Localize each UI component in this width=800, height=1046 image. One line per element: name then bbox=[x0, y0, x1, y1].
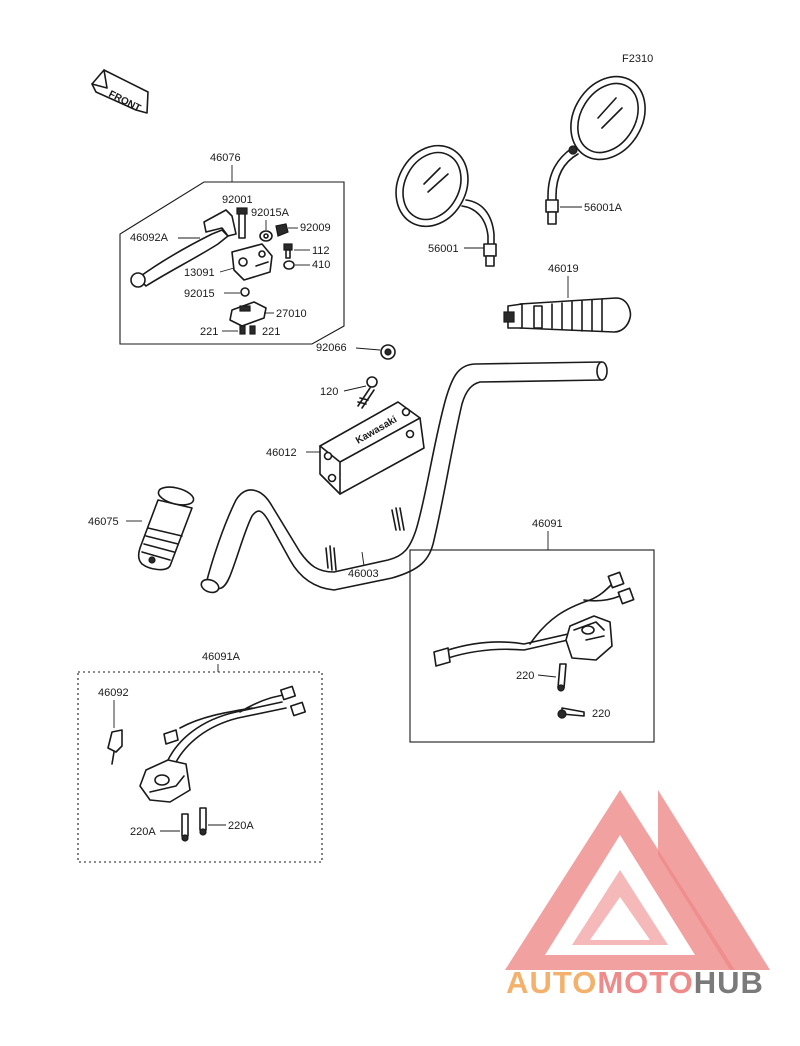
figure-code: F2310 bbox=[622, 53, 653, 65]
label-46091A: 46091A bbox=[202, 651, 241, 663]
watermark-text: AUTOMOTOHUB bbox=[506, 965, 764, 1000]
label-46019: 46019 bbox=[548, 263, 579, 275]
label-92009: 92009 bbox=[300, 222, 331, 234]
screw-221-right bbox=[249, 325, 256, 335]
left-grip-46075 bbox=[137, 486, 195, 571]
label-220A-left: 220A bbox=[130, 826, 156, 838]
stud-120 bbox=[357, 376, 378, 409]
nut-92015A bbox=[259, 230, 273, 242]
label-220-upper: 220 bbox=[516, 670, 534, 682]
handlebar-46003 bbox=[200, 361, 608, 594]
label-220-lower: 220 bbox=[592, 708, 610, 720]
label-46092: 46092 bbox=[98, 687, 129, 699]
label-220A-right: 220A bbox=[228, 820, 254, 832]
connector-46092 bbox=[107, 729, 123, 765]
label-221-left: 221 bbox=[200, 326, 218, 338]
screw-92009 bbox=[275, 223, 289, 237]
label-120: 120 bbox=[320, 386, 338, 398]
washer-410 bbox=[283, 260, 295, 270]
label-46091: 46091 bbox=[532, 518, 563, 530]
label-92066: 92066 bbox=[316, 342, 347, 354]
label-46092A: 46092A bbox=[130, 232, 169, 244]
nut-92015 bbox=[240, 287, 250, 297]
lever-bracket-13091 bbox=[231, 243, 273, 281]
mirror-56001 bbox=[395, 144, 497, 267]
screw-221-left bbox=[239, 325, 246, 335]
label-221-right: 221 bbox=[262, 326, 280, 338]
bolt-92001 bbox=[236, 207, 248, 239]
right-switch-46091 bbox=[433, 571, 635, 667]
screw-220A-right bbox=[199, 807, 207, 836]
left-switch-box bbox=[77, 671, 323, 863]
label-56001: 56001 bbox=[428, 243, 459, 255]
clutch-lever-46092A bbox=[130, 209, 237, 288]
label-92015A: 92015A bbox=[251, 207, 290, 219]
label-92001: 92001 bbox=[222, 194, 253, 206]
lever-assembly-box bbox=[119, 181, 345, 345]
label-46012: 46012 bbox=[266, 447, 297, 459]
label-56001A: 56001A bbox=[584, 202, 623, 214]
cap-nut-92066 bbox=[380, 344, 396, 360]
mirror-56001A bbox=[545, 75, 646, 225]
handlebar-holder-46012: Kawasaki bbox=[319, 401, 425, 495]
screw-220-upper bbox=[557, 663, 567, 692]
watermark: AUTOMOTOHUB bbox=[470, 785, 800, 1015]
label-410: 410 bbox=[312, 259, 330, 271]
label-27010: 27010 bbox=[276, 308, 307, 320]
left-switch-46091A bbox=[139, 685, 307, 803]
right-switch-box bbox=[409, 549, 655, 743]
label-46076: 46076 bbox=[210, 152, 241, 164]
label-46003: 46003 bbox=[348, 568, 379, 580]
switch-27010 bbox=[229, 301, 267, 327]
bolt-112 bbox=[283, 243, 293, 259]
label-112: 112 bbox=[312, 245, 330, 257]
throttle-grip-46019 bbox=[503, 297, 632, 333]
screw-220A-left bbox=[181, 813, 189, 842]
label-13091: 13091 bbox=[184, 267, 215, 279]
screw-220-lower bbox=[557, 707, 585, 719]
label-92015: 92015 bbox=[184, 288, 215, 300]
front-arrow-icon: FRONT bbox=[91, 69, 149, 114]
label-46075: 46075 bbox=[88, 516, 119, 528]
watermark-logo-icon bbox=[505, 790, 770, 970]
